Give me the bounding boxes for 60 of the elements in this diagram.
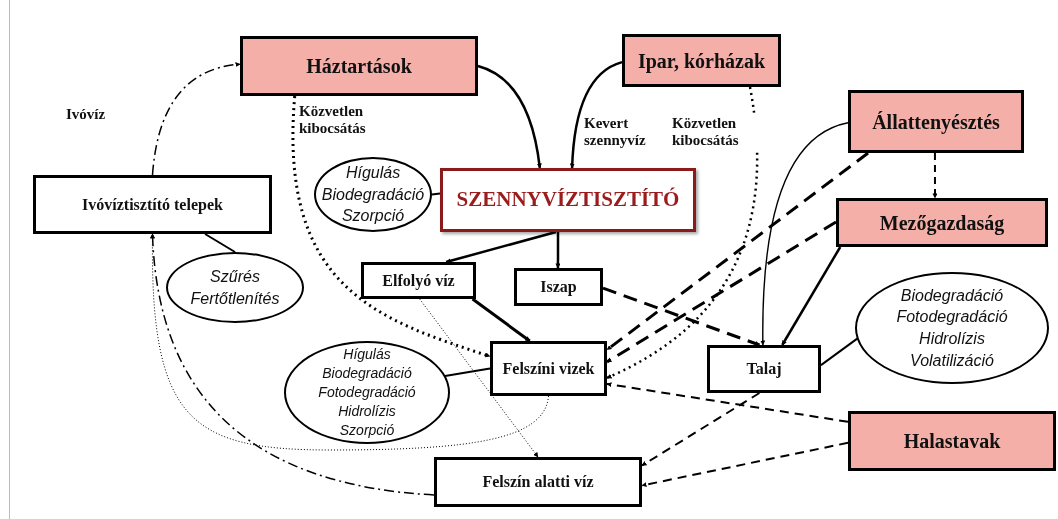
process-label: Fotodegradáció xyxy=(318,383,416,402)
node-label: Halastavak xyxy=(903,429,1001,453)
arrow xyxy=(445,230,557,264)
process-box xyxy=(707,345,821,393)
node-label: Állattenyésztés xyxy=(872,109,1000,134)
arrow xyxy=(781,246,842,346)
process-box xyxy=(490,341,607,396)
source-box xyxy=(622,34,781,87)
connector-line xyxy=(431,192,441,196)
arrow xyxy=(569,60,623,169)
process-label: Fertőtlenítés xyxy=(190,288,280,309)
node-label: Háztartások xyxy=(306,54,412,78)
arrow xyxy=(555,232,561,269)
node-label: SZENNYVÍZTISZTÍTÓ xyxy=(456,187,680,213)
node-label: Felszíni vizek xyxy=(502,358,595,379)
arrow xyxy=(477,64,542,169)
source-box xyxy=(848,90,1024,153)
arrow xyxy=(602,286,760,347)
process-label: Szorpció xyxy=(339,420,395,440)
arrow xyxy=(150,233,435,496)
arrow xyxy=(151,62,241,176)
arrow xyxy=(291,95,491,358)
process-box xyxy=(434,457,642,507)
process-box xyxy=(361,262,476,299)
arrow xyxy=(641,441,849,488)
arrow xyxy=(150,233,549,451)
arrow xyxy=(419,298,539,458)
process-label: Szorpció xyxy=(341,206,405,227)
source-box xyxy=(848,411,1056,471)
process-label: Hígulás xyxy=(343,345,391,365)
process-label: Biodegradáció xyxy=(321,184,425,205)
node-label: Ipar, kórházak xyxy=(637,48,766,73)
process-label: Hidrolízis xyxy=(919,329,985,349)
process-box xyxy=(514,268,603,306)
process-label: Hidrolízis xyxy=(338,401,396,421)
process-label: Biodegradáció xyxy=(900,285,1004,306)
process-label: Hígulás xyxy=(345,163,401,184)
arrow xyxy=(471,297,531,343)
node-label: Mezőgazdaság xyxy=(879,210,1005,235)
process-label: Fotodegradáció xyxy=(896,307,1008,328)
process-label: Szűrés xyxy=(210,266,260,287)
node-label: Iszap xyxy=(540,277,577,297)
arrow xyxy=(606,220,837,364)
source-box xyxy=(240,36,478,96)
node-label: Elfolyó víz xyxy=(382,270,455,291)
node-label: Felszín alatti víz xyxy=(482,472,594,492)
source-box xyxy=(836,198,1048,247)
arrow xyxy=(606,86,759,379)
arrow xyxy=(760,122,849,346)
process-label: Volatilizáció xyxy=(910,350,994,371)
edge-label: Közvetlen kibocsátás xyxy=(672,115,762,150)
process-box xyxy=(33,175,272,234)
arrow xyxy=(606,151,869,351)
node-label: Talaj xyxy=(746,359,782,379)
node-label: Ivóvíztisztító telepek xyxy=(82,194,223,215)
arrow xyxy=(641,392,761,467)
process-label: Biodegradáció xyxy=(322,364,412,384)
arrow xyxy=(606,382,849,423)
arrow xyxy=(932,152,938,199)
treatment-plant-box xyxy=(440,168,696,232)
